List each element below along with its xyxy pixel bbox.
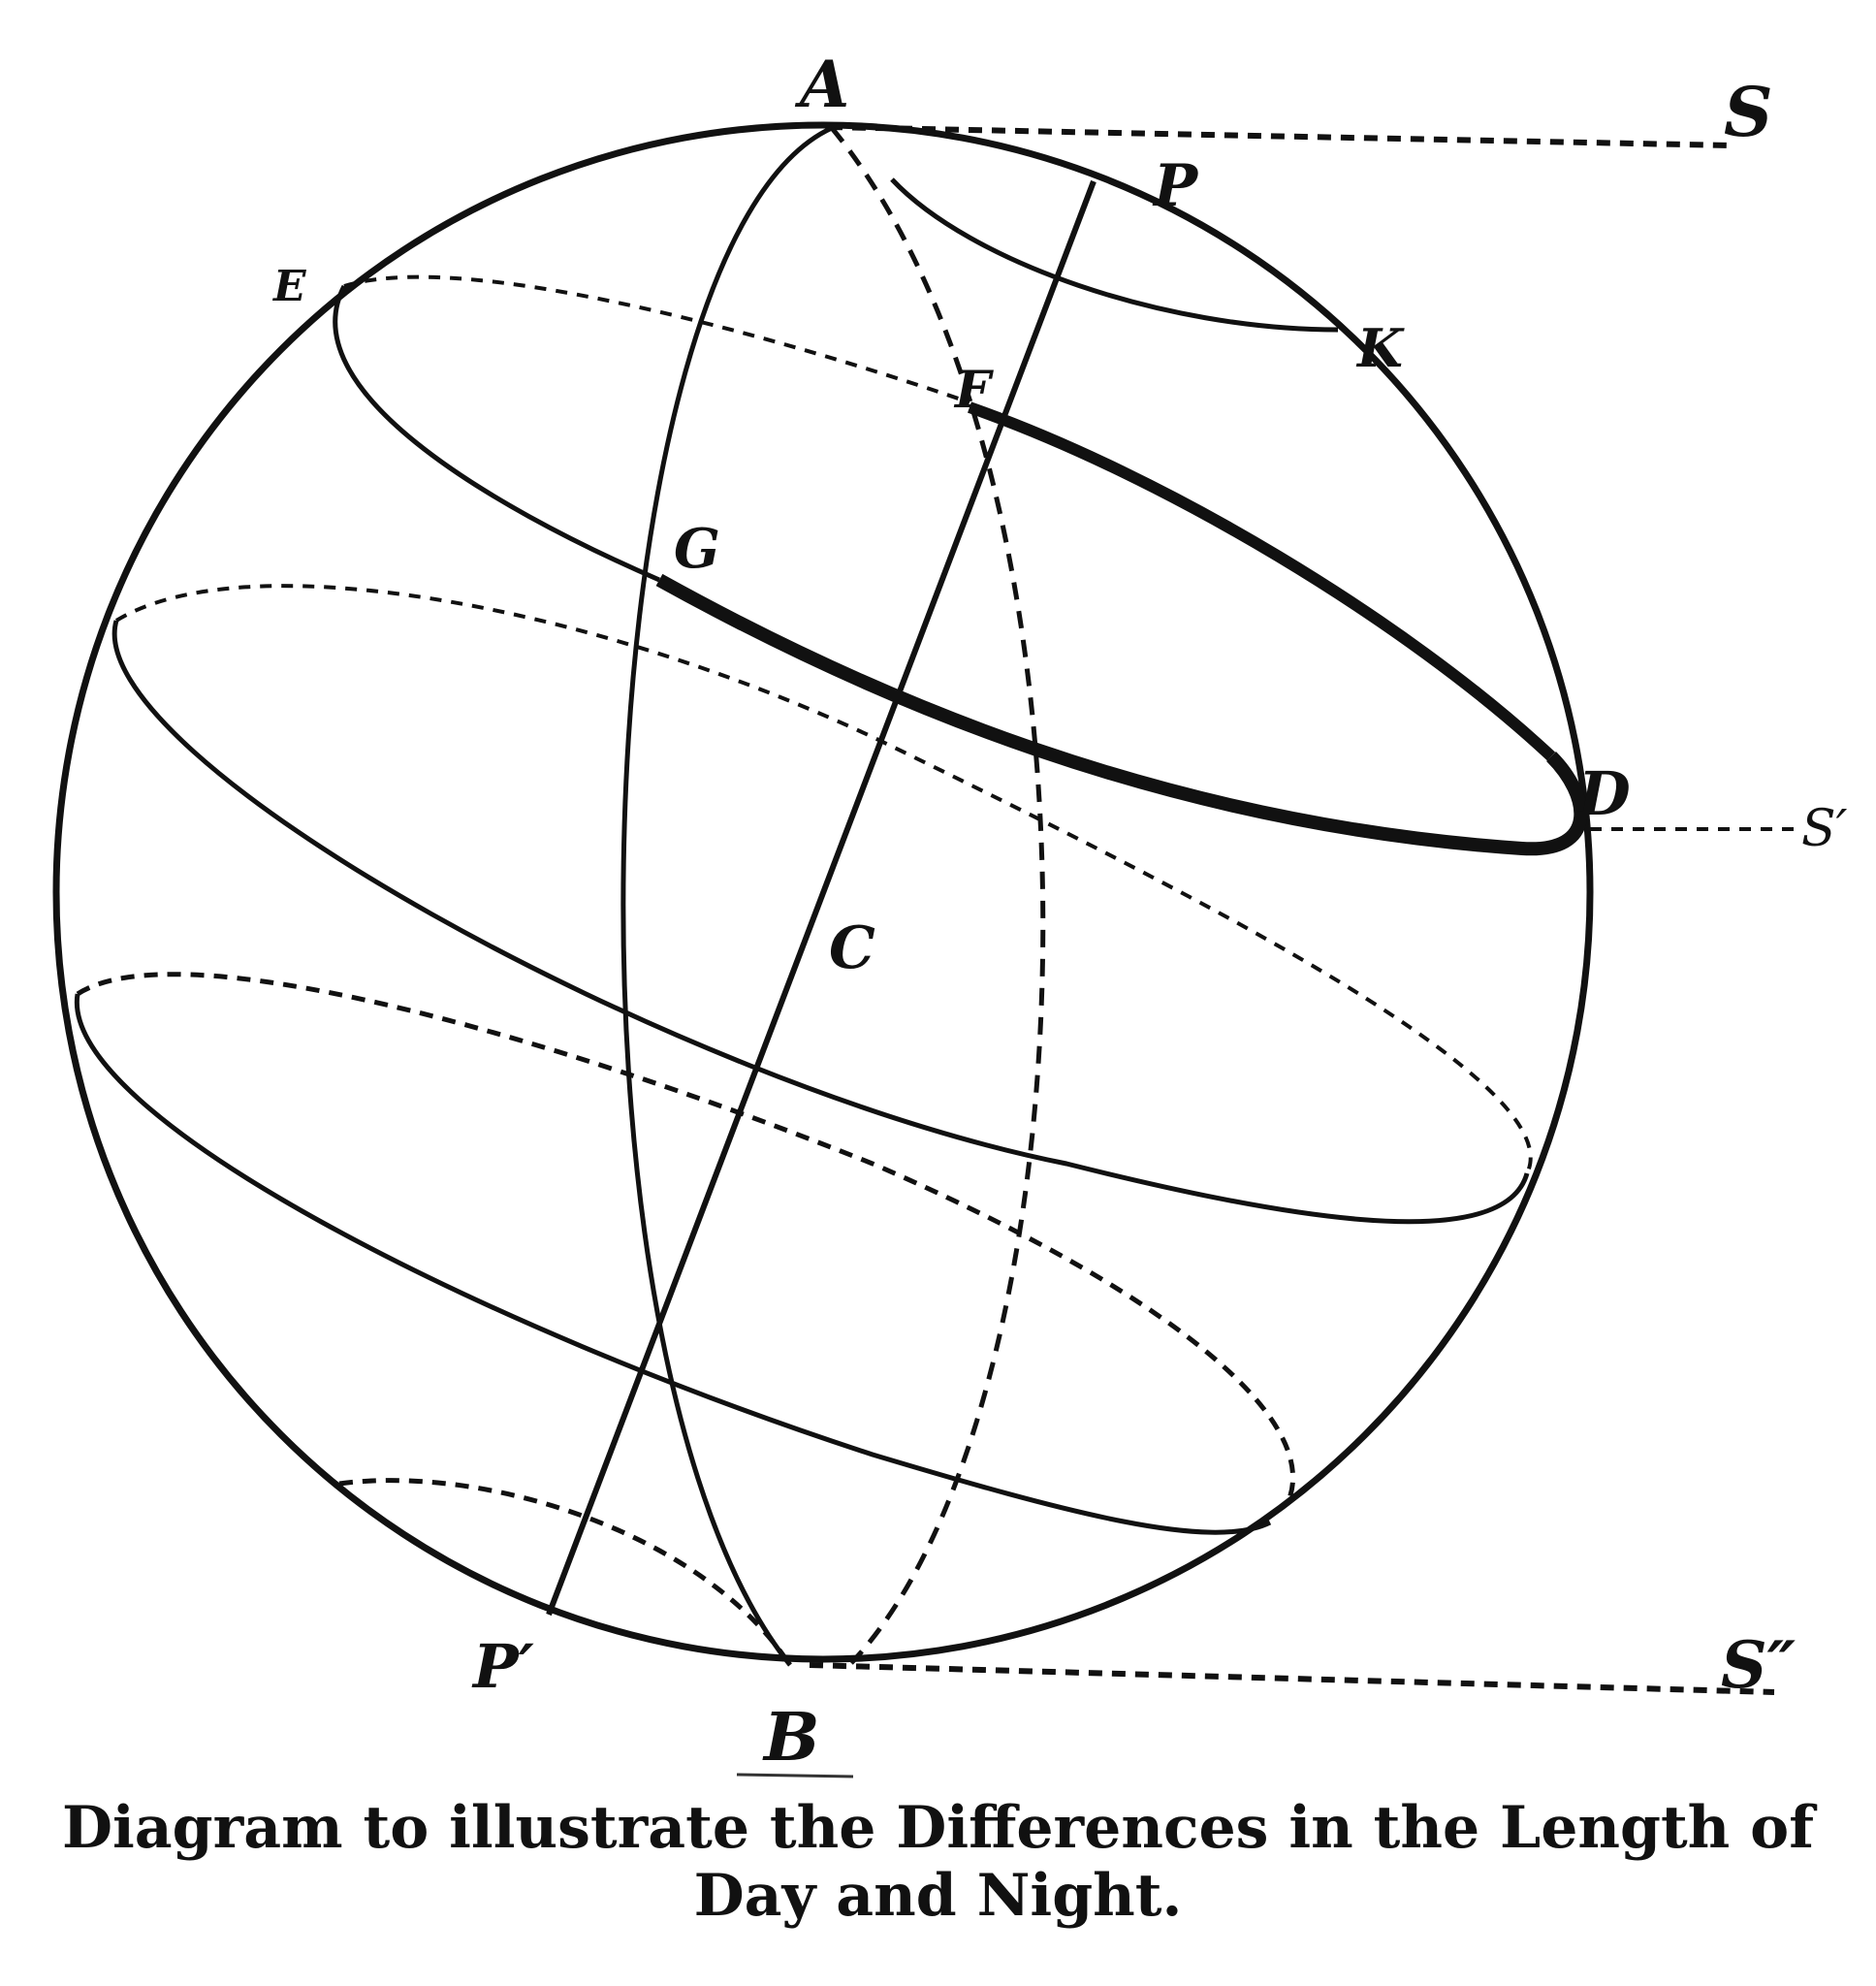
lower-parallel-back xyxy=(76,972,1296,1499)
label-s-double-prime: S″ xyxy=(1721,1627,1797,1703)
meridian-back xyxy=(830,126,1046,1665)
sun-ray-s xyxy=(828,124,1732,148)
label-f: F xyxy=(953,361,994,420)
label-c: C xyxy=(829,914,875,982)
tropic-front-thick xyxy=(655,573,1588,856)
label-p: P xyxy=(1152,152,1199,220)
label-b: B xyxy=(762,1699,819,1777)
lower-parallel-front xyxy=(74,993,1272,1535)
sphere-outline xyxy=(52,121,1594,1663)
equator-back xyxy=(114,584,1533,1174)
label-d: D xyxy=(1576,758,1631,829)
label-s-prime: S′ xyxy=(1801,800,1848,858)
label-g: G xyxy=(674,517,720,581)
label-s: S xyxy=(1724,72,1773,152)
sun-ray-s-double-prime xyxy=(809,1662,1775,1695)
tropic-front-upper-thick xyxy=(968,401,1556,761)
caption-line-1: Diagram to illustrate the Differences in… xyxy=(61,1794,1815,1862)
earth-axis xyxy=(546,179,1097,1617)
label-k: K xyxy=(1355,317,1405,379)
meridian-front xyxy=(620,125,834,1667)
arctic-circle xyxy=(890,177,1339,333)
tropic-back xyxy=(343,274,970,404)
label-p-prime: P′ xyxy=(471,1631,534,1702)
label-a: A xyxy=(794,47,849,122)
equator-front xyxy=(111,620,1530,1225)
tropic-front-left xyxy=(333,284,660,583)
antarctic-arc xyxy=(338,1478,788,1660)
label-e: E xyxy=(271,262,307,311)
b-underline xyxy=(736,1773,854,1778)
figure-caption: Diagram to illustrate the Differences in… xyxy=(0,1794,1876,1930)
caption-line-2: Day and Night. xyxy=(693,1862,1183,1930)
